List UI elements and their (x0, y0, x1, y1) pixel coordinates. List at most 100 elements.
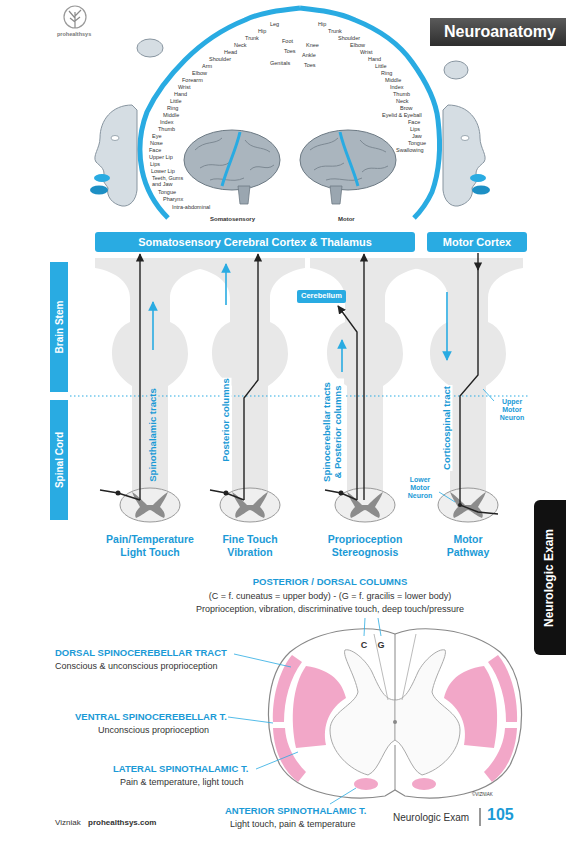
node-text: Spinal Cord (54, 432, 65, 488)
body-part-label: Shoulder (338, 35, 360, 41)
body-part-label: Tongue (158, 189, 176, 195)
pathway-caption: Proprioception (328, 533, 403, 545)
pathway-caption: Light Touch (120, 546, 179, 558)
body-part-label: Hip (258, 28, 266, 34)
body-part-label: Genitals (270, 60, 290, 66)
body-part-label: Toes (284, 48, 296, 54)
section-note: Proprioception, vibration, discriminativ… (196, 604, 464, 614)
node-text: Neurologic Exam (543, 528, 556, 626)
motor-homunculus (340, 132, 358, 186)
tract-function: Pain & temperature, light touch (120, 777, 244, 787)
sensory-homunculus (222, 132, 240, 186)
body-part-label: Arm (202, 63, 212, 69)
spinal-cord-section (393, 720, 397, 724)
tract-line (363, 254, 364, 500)
body-part-label: Index (160, 119, 173, 125)
spinal-cord-section (354, 778, 378, 790)
sensory-homunculus (90, 105, 137, 206)
node-text: Cerebellum (301, 292, 342, 300)
cerebellum-box: Cerebellum (297, 290, 346, 303)
spinal-cord-section (395, 745, 396, 790)
level-band: Spinal Cord (50, 400, 68, 520)
body-part-label: Upper Lip (149, 154, 173, 160)
body-part-label: Trunk (245, 35, 259, 41)
tract-line (325, 490, 357, 500)
logo-text: prohealthsys (57, 31, 91, 37)
author-name: Vizniak (55, 818, 81, 827)
column-letter: C (361, 640, 368, 650)
tract-line (210, 490, 244, 500)
motor-homunculus (443, 105, 490, 206)
section-heading: POSTERIOR / DORSAL COLUMNS (253, 577, 407, 588)
direction-arrow (153, 264, 447, 372)
level-band: Brain Stem (50, 262, 68, 392)
tract-heading: DORSAL SPINOCEREBELLAR TRACT (55, 648, 227, 659)
body-part-label: Hip (318, 21, 326, 27)
direction-arrow (446, 292, 448, 360)
pathway-caption: Stereognosis (332, 546, 399, 558)
sensory-homunculus (140, 8, 300, 218)
body-part-label: Trunk (328, 28, 342, 34)
body-part-label: Lips (150, 161, 160, 167)
root-ganglion (224, 491, 229, 496)
body-part-label: Thumb (393, 91, 410, 97)
leader-line (228, 717, 273, 723)
body-part-label: Head (224, 49, 237, 55)
body-part-label: Leg (270, 21, 279, 27)
spinal-cord-section (269, 629, 522, 798)
spinal-cord-section (374, 634, 388, 700)
pathway-caption: Vibration (227, 546, 272, 558)
body-part-label: Face (149, 147, 161, 153)
sensory-homunculus (111, 136, 119, 141)
body-part-label: Wrist (178, 84, 190, 90)
sensory-homunculus (94, 174, 110, 182)
body-part-label: Intra-abdominal (172, 204, 210, 210)
body-part-label: Middle (385, 77, 401, 83)
header-band: Neuroanatomy (430, 18, 566, 46)
body-part-label: Hand (174, 91, 187, 97)
copyright-mark: ©VIZNIAK (472, 792, 493, 797)
body-part-label: Neck (234, 42, 247, 48)
spinal-cord-section (269, 629, 522, 798)
tract-function: Unconscious proprioception (98, 725, 209, 735)
pathway-caption: Pain/Temperature (106, 533, 194, 545)
page-number: 105 (487, 806, 514, 824)
body-part-label: Lips (410, 126, 420, 132)
body-part-label: Elbow (192, 70, 207, 76)
neuron-label: Upper Motor Neuron (495, 398, 529, 422)
tract-heading: VENTRAL SPINOCEREBELLAR T. (75, 712, 227, 723)
tract-line (460, 268, 498, 514)
body-part-label: Index (390, 84, 403, 90)
tract-label: Corticospinal tract (442, 385, 453, 471)
node-text: Neuroanatomy (444, 23, 556, 41)
column-letter: G (377, 640, 384, 650)
body-part-label: Pharynx (163, 196, 183, 202)
motor-homunculus (444, 61, 468, 79)
body-part-label: Wrist (360, 49, 372, 55)
leader-line (378, 618, 381, 636)
direction-arrow (341, 340, 343, 372)
spinal-cord-section (330, 650, 395, 775)
body-part-label: Foot (282, 38, 293, 44)
body-part-label: Forearm (182, 77, 203, 83)
region-bar: Somatosensory Cerebral Cortex & Thalamus (95, 232, 415, 252)
brainstem-spinal-cord (95, 258, 523, 522)
body-part-label: Toes (304, 62, 316, 68)
node-text: Somatosensory Cerebral Cortex & Thalamus (138, 236, 372, 248)
body-part-label: Ring (381, 70, 392, 76)
leader-line (256, 752, 298, 769)
sensory-homunculus (90, 186, 108, 195)
body-part-label: Ring (167, 105, 178, 111)
tract-line (477, 253, 478, 270)
leader-line (483, 389, 494, 401)
body-part-label: Little (170, 98, 182, 104)
motor-homunculus (300, 130, 396, 190)
body-part-label: Knee (306, 42, 319, 48)
tract-line (244, 254, 258, 500)
logo-icon (64, 6, 86, 28)
body-part-label: Teeth, Gums and Jaw (152, 175, 184, 188)
sensory-homunculus (238, 186, 250, 204)
